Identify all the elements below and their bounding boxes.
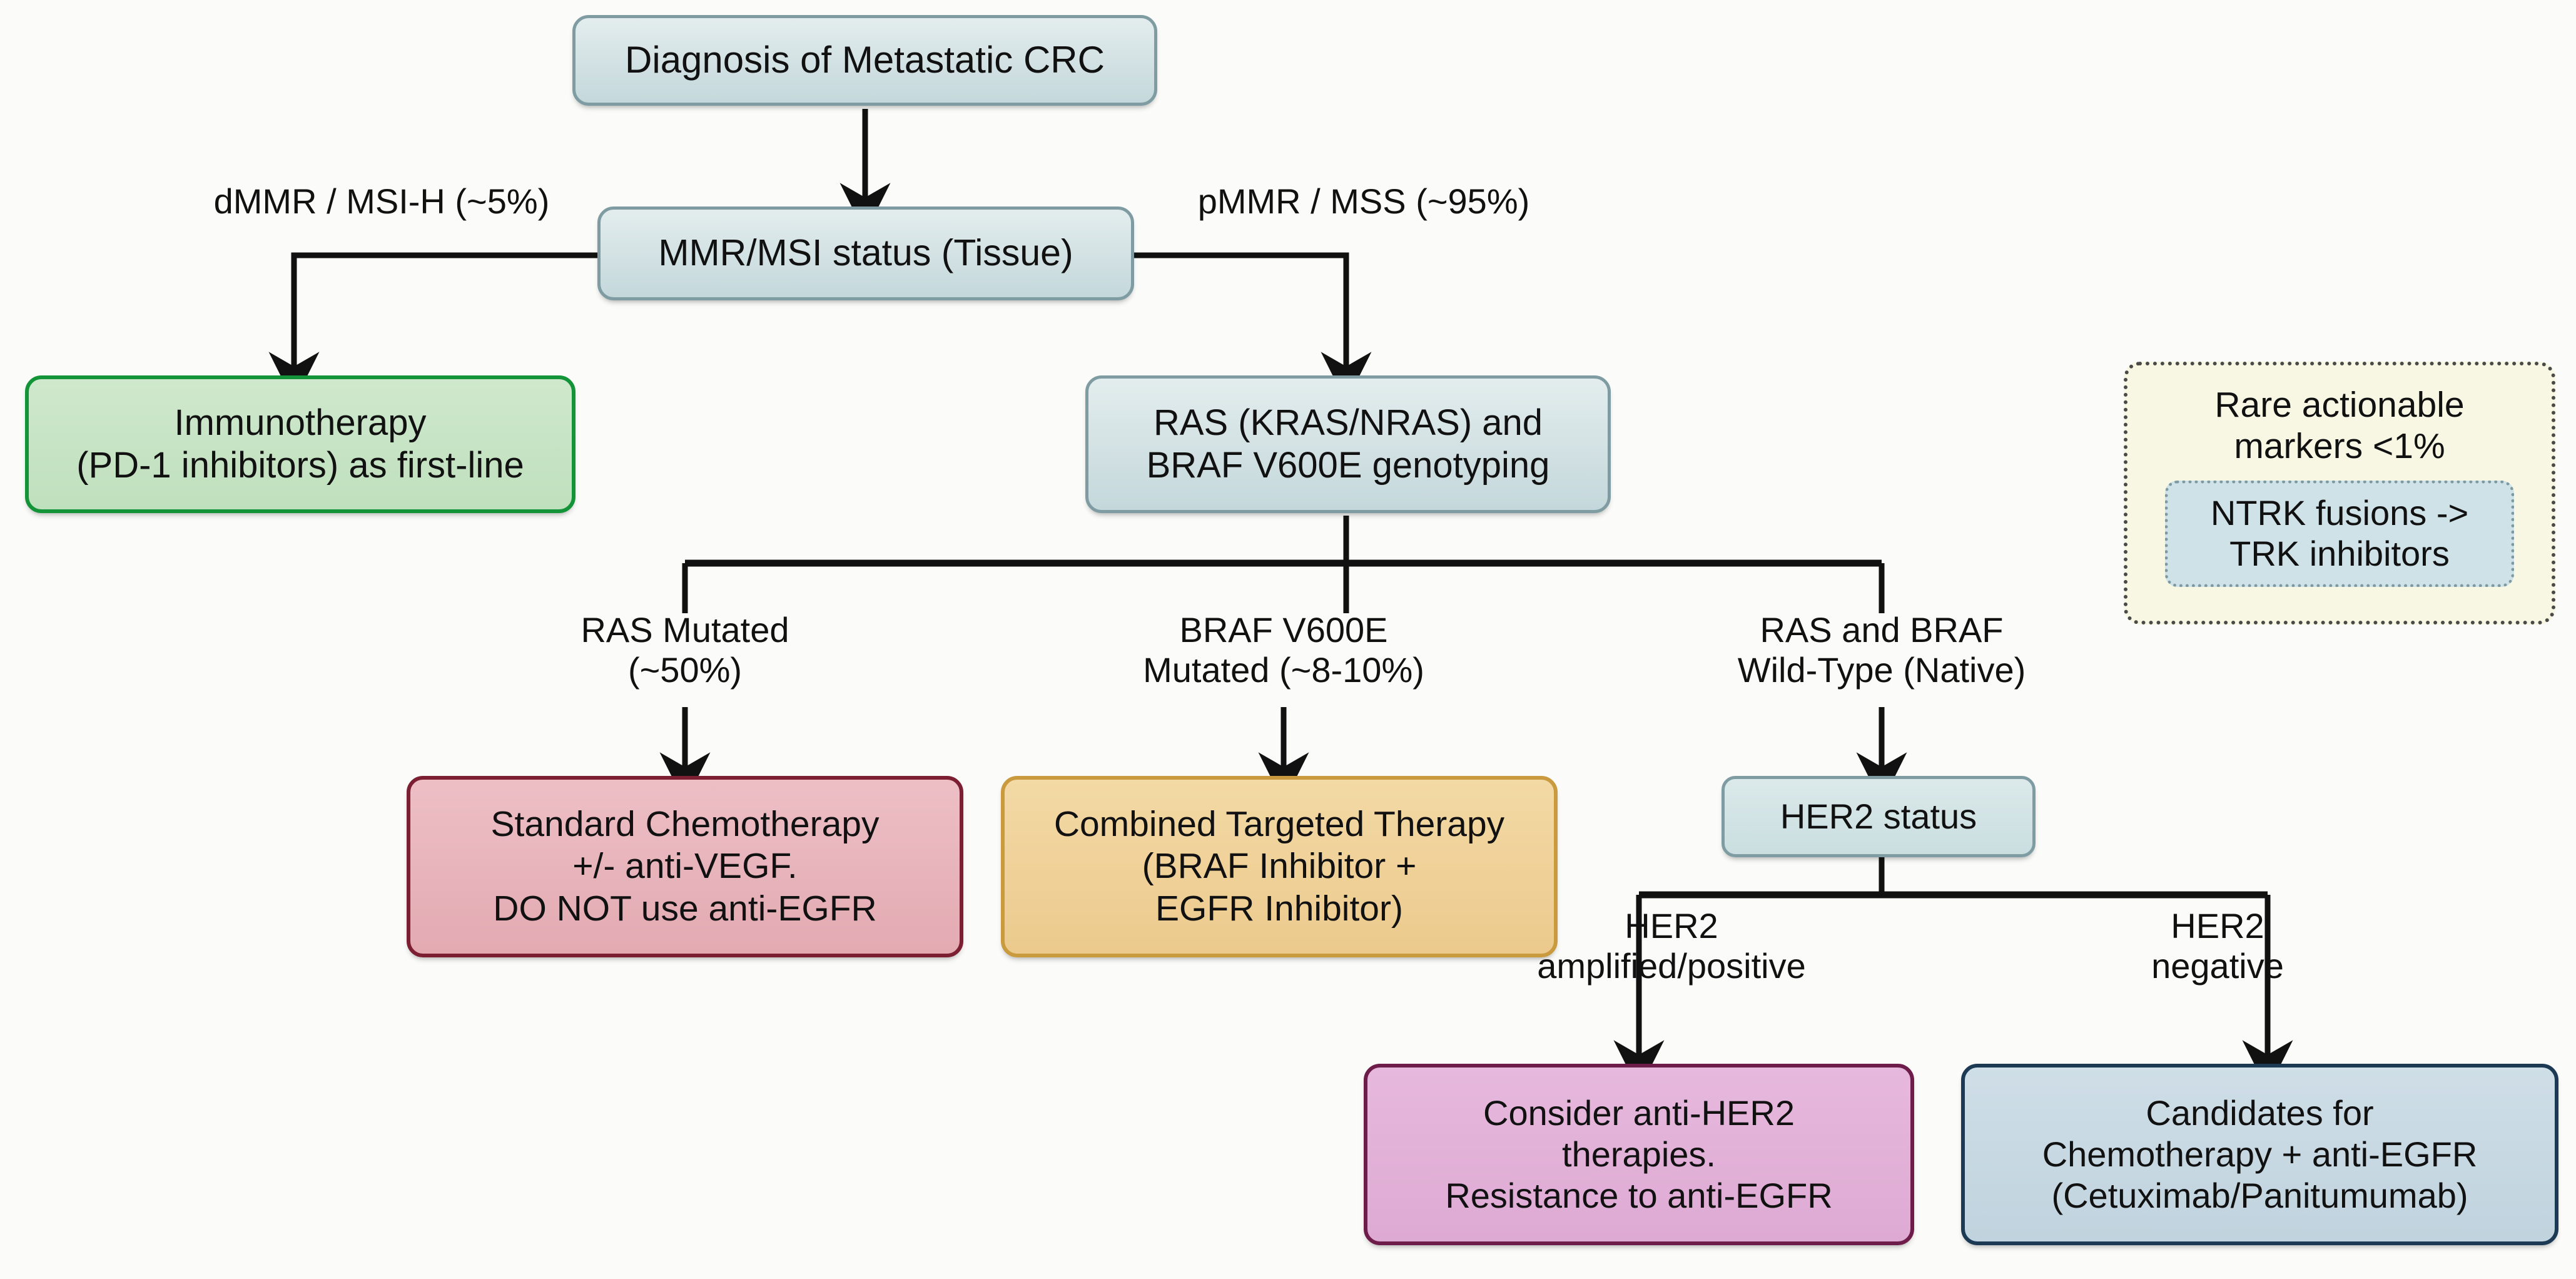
edge-label-ras-mutated: RAS Mutated (~50%) [581, 610, 789, 690]
edge-label-dmmr: dMMR / MSI-H (~5%) [213, 181, 550, 221]
node-mmr-status[interactable]: MMR/MSI status (Tissue) [597, 206, 1134, 300]
node-chemo-vegf[interactable]: Standard Chemotherapy +/- anti-VEGF. DO … [407, 776, 963, 957]
node-candidates-egfr[interactable]: Candidates for Chemotherapy + anti-EGFR … [1961, 1064, 2558, 1245]
node-diagnosis[interactable]: Diagnosis of Metastatic CRC [572, 15, 1157, 106]
edge-mmr-to-immunotherapy [268, 252, 597, 403]
edge-label-braf-mutated: BRAF V600E Mutated (~8-10%) [1143, 610, 1424, 690]
edge-label-pmmr: pMMR / MSS (~95%) [1197, 181, 1530, 221]
node-her2-status[interactable]: HER2 status [1722, 776, 2036, 857]
node-anti-her2[interactable]: Consider anti-HER2 therapies. Resistance… [1364, 1064, 1914, 1245]
rare-markers-title: Rare actionable markers <1% [2214, 385, 2465, 467]
edge-label-wild-type: RAS and BRAF Wild-Type (Native) [1737, 610, 2026, 690]
node-immunotherapy[interactable]: Immunotherapy (PD-1 inhibitors) as first… [25, 375, 576, 513]
node-genotyping[interactable]: RAS (KRAS/NRAS) and BRAF V600E genotypin… [1085, 375, 1611, 513]
edge-label-her2-negative: HER2 negative [2151, 906, 2284, 986]
rare-actionable-markers-panel[interactable]: Rare actionable markers <1% NTRK fusions… [2124, 362, 2555, 624]
edge-mmr-to-genotyping [1133, 252, 1372, 403]
edge-label-her2-positive: HER2 amplified/positive [1537, 906, 1806, 986]
node-combined-targeted[interactable]: Combined Targeted Therapy (BRAF Inhibito… [1001, 776, 1558, 957]
ntrk-fusions-item[interactable]: NTRK fusions -> TRK inhibitors [2165, 481, 2514, 588]
